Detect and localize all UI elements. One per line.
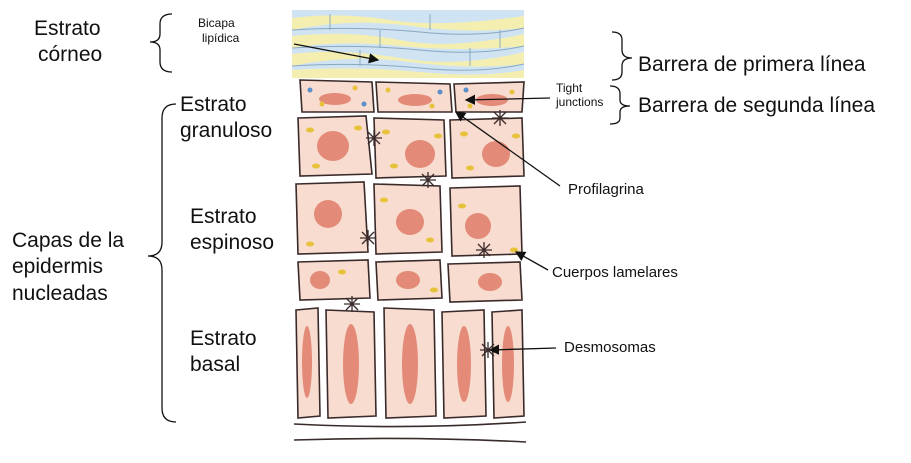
label-cuerpos-lamelares: Cuerpos lamelares <box>552 264 678 283</box>
stratum-corneum-illustration <box>292 10 524 78</box>
label-granuloso-line1: Estrato <box>180 92 272 118</box>
label-barrera-primera: Barrera de primera línea <box>638 52 866 78</box>
label-tight-junctions: Tight junctions <box>556 82 603 110</box>
basement-membrane <box>294 422 526 442</box>
brace-corneo <box>150 14 172 72</box>
label-estrato-corneo: Estrato córneo <box>34 16 102 69</box>
brace-barrera-primera <box>612 32 632 80</box>
label-capas-epidermis: Capas de la epidermis nucleadas <box>12 228 124 307</box>
label-capas-line1: Capas de la <box>12 228 124 254</box>
label-bicapa-line2: lipídica <box>202 31 239 46</box>
brace-capas <box>148 104 176 422</box>
label-tight-line2: junctions <box>556 96 603 110</box>
label-capas-line2: epidermis <box>12 254 124 280</box>
label-espinoso-line2: espinoso <box>190 230 274 256</box>
label-desmosomas: Desmosomas <box>564 339 656 358</box>
label-basal-line2: basal <box>190 352 257 378</box>
label-estrato-corneo-line2: córneo <box>38 42 102 68</box>
label-estrato-basal: Estrato basal <box>190 326 257 379</box>
label-granuloso-line2: granuloso <box>180 118 272 144</box>
label-bicapa-line1: Bicapa <box>198 16 239 31</box>
label-tight-line1: Tight <box>556 82 603 96</box>
label-barrera-segunda: Barrera de segunda línea <box>638 93 875 119</box>
label-bicapa-lipidica: Bicapa lipídica <box>198 16 239 46</box>
label-basal-line1: Estrato <box>190 326 257 352</box>
label-profilagrina: Profilagrina <box>568 181 644 200</box>
label-capas-line3: nucleadas <box>12 281 124 307</box>
label-estrato-granuloso: Estrato granuloso <box>180 92 272 145</box>
label-espinoso-line1: Estrato <box>190 204 274 230</box>
label-estrato-espinoso: Estrato espinoso <box>190 204 274 257</box>
brace-barrera-segunda <box>610 86 630 124</box>
label-estrato-corneo-line1: Estrato <box>34 16 102 42</box>
